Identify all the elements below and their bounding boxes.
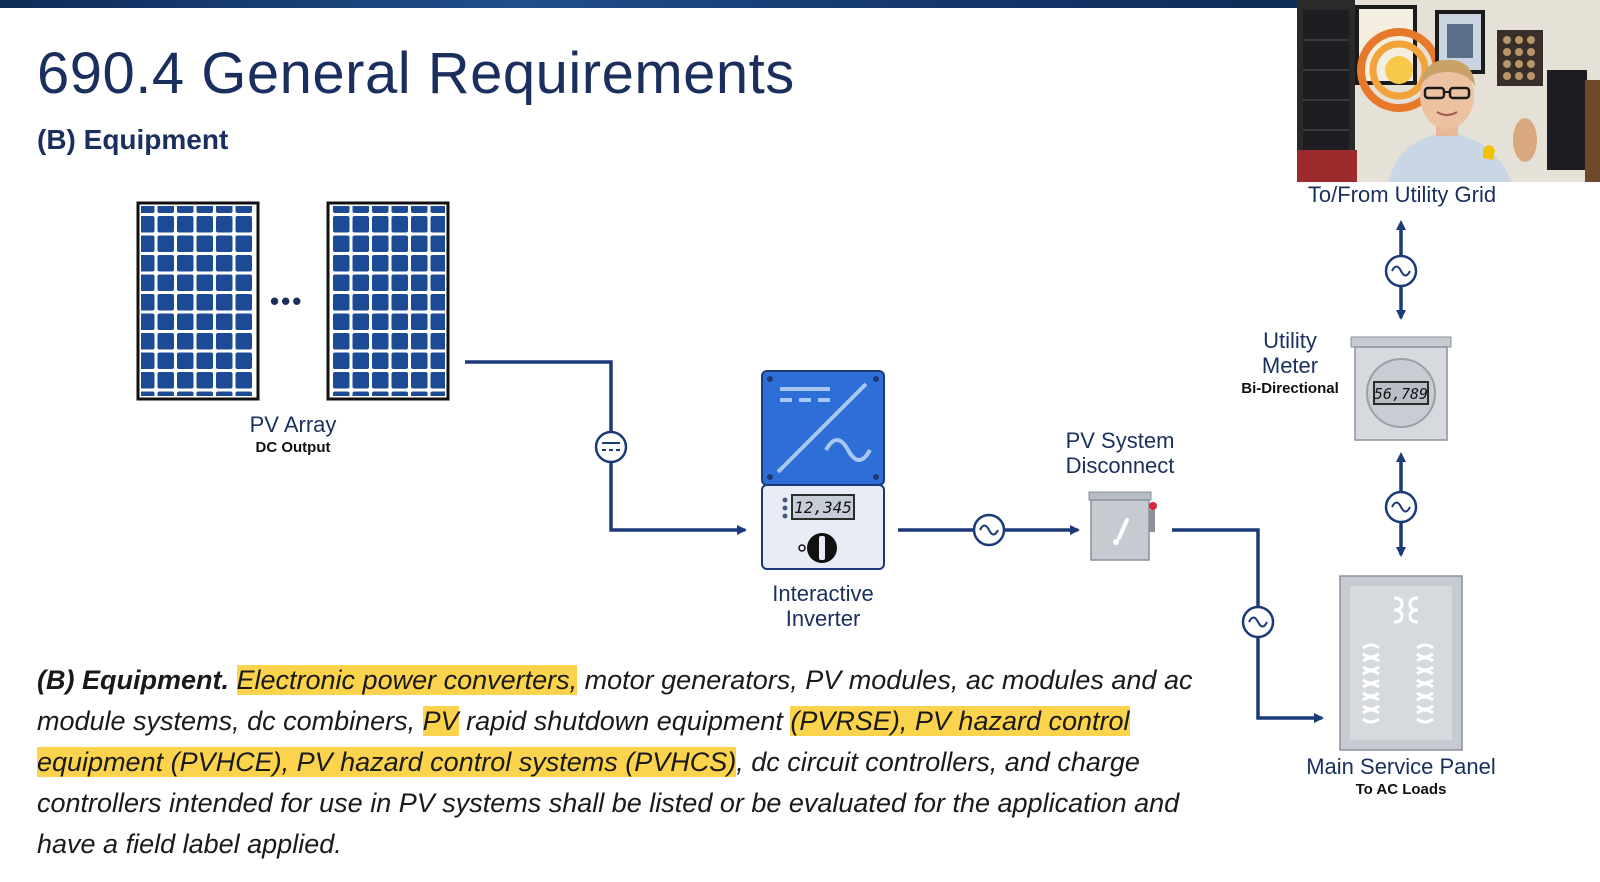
slide-title: 690.4 General Requirements — [37, 41, 795, 106]
code-text-segment: rapid shutdown equipment — [458, 706, 791, 736]
disconnect-title: PV System Disconnect — [1065, 428, 1175, 478]
code-lead: (B) Equipment. — [37, 665, 229, 695]
code-text-segment — [229, 665, 237, 695]
pv-module-2 — [326, 201, 450, 401]
utility-meter-sublabel: Bi-Directional — [1241, 380, 1339, 397]
highlight-segment: Electronic power converters, — [236, 665, 578, 695]
pv-array-ellipsis: ••• — [270, 286, 304, 316]
disconnect-icon — [1088, 491, 1157, 561]
disconnect-label: PV System Disconnect — [1035, 428, 1205, 478]
pv-array-label: PV Array DC Output — [213, 412, 373, 456]
utility-grid-title: To/From Utility Grid — [1307, 182, 1497, 207]
code-paragraph: (B) Equipment. Electronic power converte… — [37, 660, 1237, 865]
slide-subtitle: (B) Equipment — [37, 124, 229, 155]
utility-meter-icon: 56,789 — [1350, 336, 1452, 441]
ac-symbol-icon — [1241, 605, 1275, 639]
code-text-segment: , dc circuit controllers, and charge con… — [37, 747, 1180, 859]
meter-display: 56,789 — [1374, 385, 1428, 403]
pv-array-sublabel: DC Output — [255, 439, 331, 456]
presenter-webcam — [1297, 0, 1600, 182]
inverter-display: 12,345 — [794, 498, 852, 517]
ac-symbol-icon — [972, 513, 1006, 547]
utility-grid-label: To/From Utility Grid — [1287, 182, 1517, 207]
highlight-segment: PV — [422, 706, 459, 736]
inverter-title: Interactive Inverter — [772, 581, 874, 631]
ac-symbol-icon — [1384, 254, 1418, 288]
pv-array-title: PV Array — [249, 412, 337, 437]
inverter-label: Interactive Inverter — [743, 581, 903, 631]
utility-meter-label: Utility Meter Bi-Directional — [1225, 328, 1355, 397]
presenter-video-frame — [1297, 0, 1600, 182]
utility-meter-title: Utility Meter — [1261, 328, 1319, 378]
main-service-panel-icon — [1339, 575, 1463, 751]
inverter-icon: 12,345 — [761, 370, 885, 570]
main-panel-title: Main Service Panel — [1306, 754, 1496, 779]
main-panel-sublabel: To AC Loads — [1355, 781, 1447, 798]
top-banner — [0, 0, 1300, 8]
ac-symbol-icon — [1384, 490, 1418, 524]
code-text-segment: motor generators, PV modules, ac modules… — [37, 665, 1193, 736]
pv-module-1 — [136, 201, 260, 401]
main-panel-label: Main Service Panel To AC Loads — [1281, 754, 1521, 798]
dc-symbol-icon — [594, 430, 628, 464]
